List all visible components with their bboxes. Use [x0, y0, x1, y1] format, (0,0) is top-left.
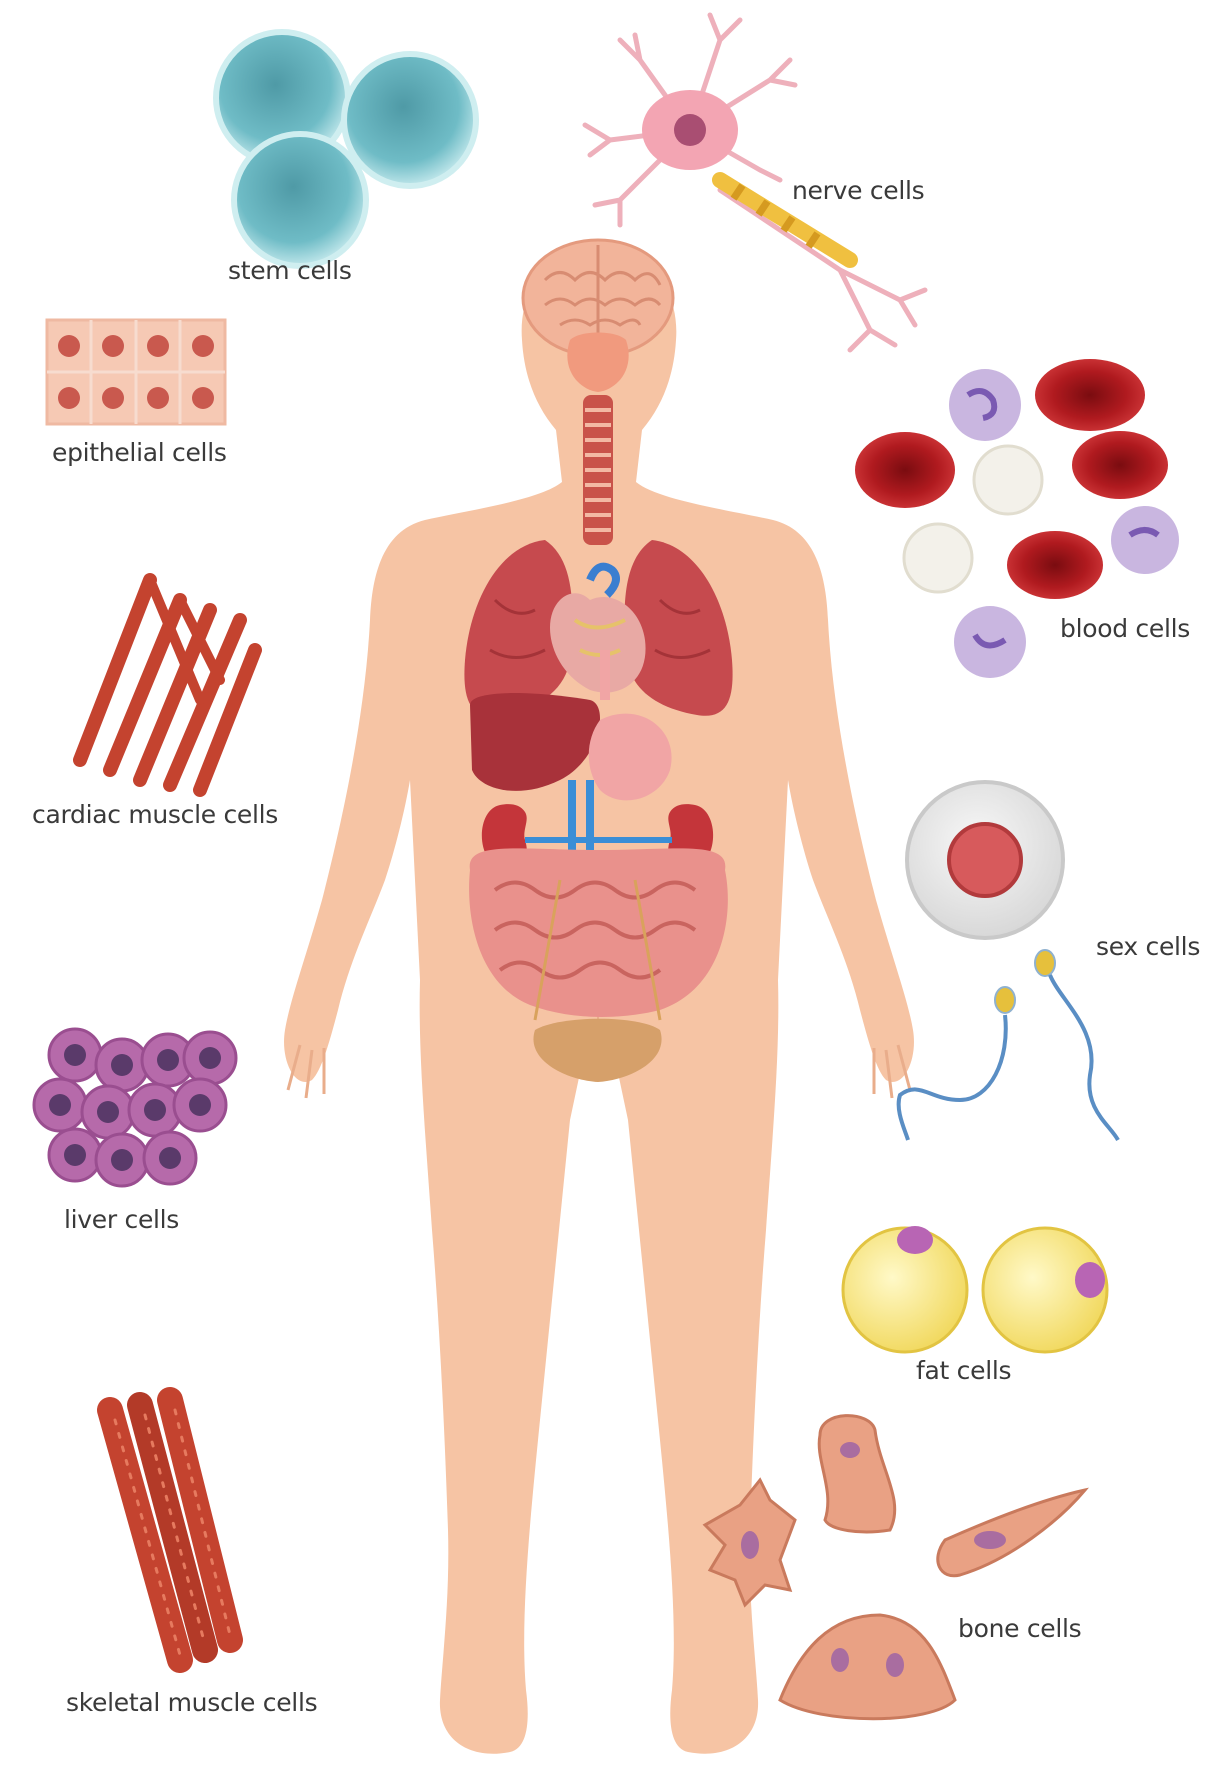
nerve-axon — [642, 90, 850, 260]
skeletal-muscle-cells — [110, 1400, 230, 1660]
stem-cells — [216, 32, 476, 266]
bone-cells-label: bone cells — [958, 1614, 1081, 1643]
blood-cells-label: blood cells — [1060, 614, 1190, 643]
skeletal-muscle-cells-label: skeletal muscle cells — [66, 1688, 317, 1717]
sex-cells-label: sex cells — [1096, 932, 1200, 961]
fat-cells — [843, 1226, 1107, 1352]
bone-cells — [705, 1416, 1085, 1719]
cardiac-muscle-cells-label: cardiac muscle cells — [32, 800, 278, 829]
epithelial-cells — [47, 320, 225, 424]
liver-cells-label: liver cells — [64, 1205, 179, 1234]
stem-cells-label: stem cells — [228, 256, 352, 285]
sex-cells — [899, 782, 1118, 1140]
liver-cells — [34, 1029, 236, 1186]
epithelial-cells-label: epithelial cells — [52, 438, 227, 467]
fat-cells-label: fat cells — [916, 1356, 1011, 1385]
cardiac-muscle-cells — [80, 580, 255, 790]
nerve-cells-label: nerve cells — [792, 176, 924, 205]
